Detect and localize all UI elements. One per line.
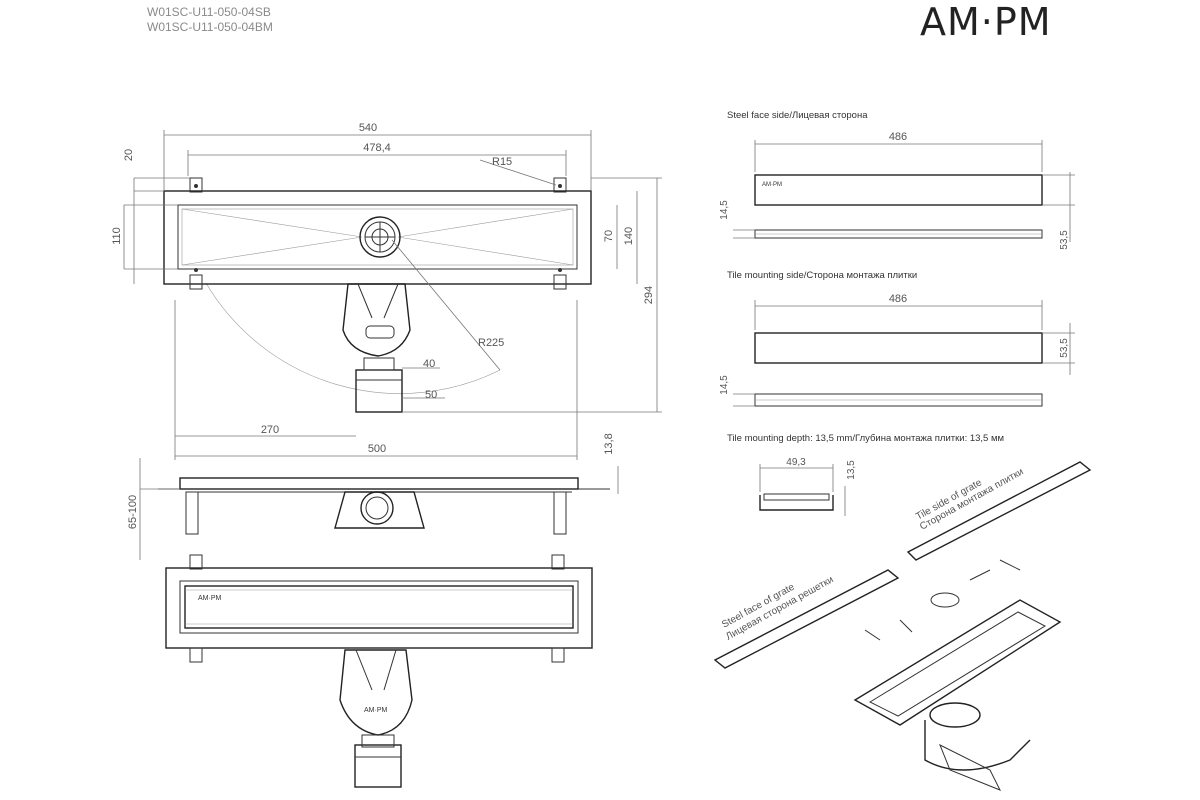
tile-side-title: Tile mounting side/Сторона монтажа плитк… xyxy=(727,270,918,281)
mounting-depth-title: Tile mounting depth: 13,5 mm/Глубина мон… xyxy=(727,433,1005,444)
grate-steel-face-drawing: AM·PM xyxy=(733,140,1075,242)
tile-dim-length: 486 xyxy=(889,293,907,305)
grate-profile-drawing xyxy=(759,464,846,516)
model-code-list: W01SC-U11-050-04SB W01SC-U11-050-04BM xyxy=(147,5,273,35)
dim-radius-small: R15 xyxy=(492,156,512,168)
profile-dim-width: 49,3 xyxy=(786,457,806,468)
siphon-icon xyxy=(342,283,411,413)
dim-overall-length: 540 xyxy=(359,122,377,134)
dim-height-70: 70 xyxy=(603,230,615,242)
dim-outlet-50: 50 xyxy=(425,389,437,401)
tile-dim-width: 53,5 xyxy=(1059,338,1070,358)
drain-side-view xyxy=(139,458,619,560)
svg-text:AM·PM: AM·PM xyxy=(198,595,222,602)
dim-height-294: 294 xyxy=(643,286,655,304)
mounting-foot-icon xyxy=(189,177,567,290)
drain-top-view xyxy=(123,130,662,460)
drain-bottom-view: AM·PM AM·PM xyxy=(165,554,593,788)
dim-radius-large: R225 xyxy=(478,337,504,349)
exploded-view xyxy=(713,461,1092,791)
dim-offset-270: 270 xyxy=(261,424,279,436)
dim-depth-13-8: 13,8 xyxy=(603,433,615,454)
steel-dim-width: 53,5 xyxy=(1059,230,1070,250)
dim-depth-range: 65-100 xyxy=(127,495,139,529)
dim-inner-length: 478,4 xyxy=(363,142,391,154)
profile-dim-depth: 13,5 xyxy=(846,460,857,480)
model-code-2: W01SC-U11-050-04BM xyxy=(147,20,273,34)
tile-dim-height: 14,5 xyxy=(719,375,730,395)
steel-face-title: Steel face side/Лицевая сторона xyxy=(727,110,868,121)
grate-tile-side-drawing xyxy=(733,300,1075,407)
brand-logo: AM·PM xyxy=(920,0,1052,44)
dim-outlet-40: 40 xyxy=(423,358,435,370)
steel-dim-height: 14,5 xyxy=(719,200,730,220)
model-code-1: W01SC-U11-050-04SB xyxy=(147,5,271,19)
svg-text:AM·PM: AM·PM xyxy=(762,182,782,188)
svg-text:AM·PM: AM·PM xyxy=(364,707,388,714)
drain-outlet-icon xyxy=(359,216,401,258)
dim-length-500: 500 xyxy=(368,443,386,455)
dim-height-140: 140 xyxy=(623,227,635,245)
dim-top-offset: 20 xyxy=(123,149,135,161)
dim-height-110: 110 xyxy=(111,227,123,245)
steel-dim-length: 486 xyxy=(889,131,907,143)
